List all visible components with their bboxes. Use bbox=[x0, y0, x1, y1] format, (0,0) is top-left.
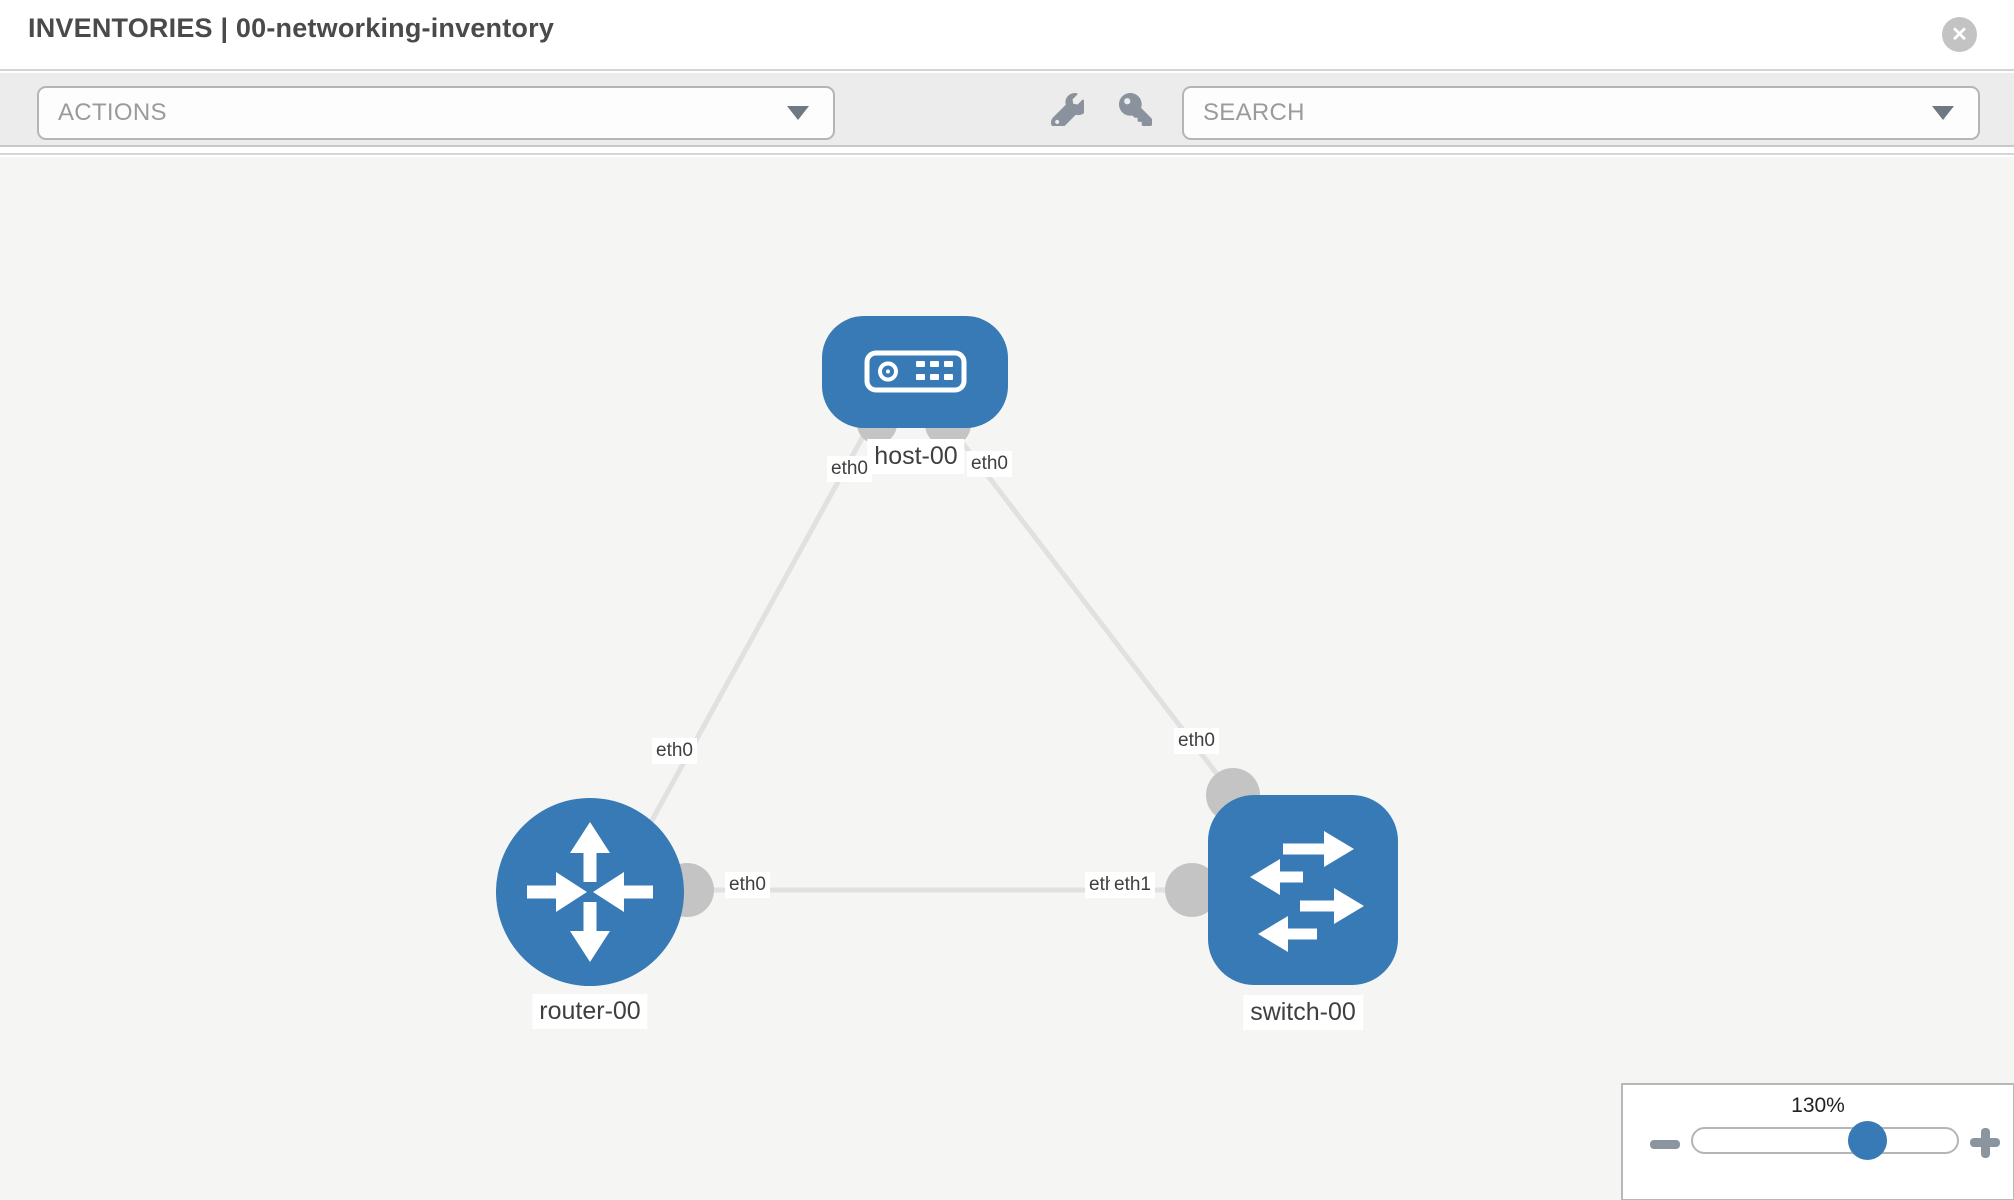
close-icon: ✕ bbox=[1951, 23, 1968, 46]
node-router-00[interactable] bbox=[496, 798, 684, 986]
topology-canvas[interactable]: host-00 router-00 switch-00 eth0 eth0 et… bbox=[0, 157, 2014, 1200]
interface-dot[interactable] bbox=[1165, 863, 1219, 917]
topology-graph bbox=[496, 316, 1398, 986]
actions-dropdown-label: ACTIONS bbox=[58, 99, 167, 126]
minus-icon bbox=[1650, 1139, 1680, 1149]
toolbar: ACTIONS SEARCH bbox=[0, 73, 2014, 147]
page-title: INVENTORIES | 00-networking-inventory bbox=[28, 13, 555, 43]
interface-label: eth0 bbox=[725, 872, 770, 898]
actions-dropdown[interactable]: ACTIONS bbox=[37, 86, 835, 140]
chevron-down-icon bbox=[787, 106, 809, 120]
node-label-router: router-00 bbox=[532, 994, 648, 1029]
switch-icon bbox=[1250, 831, 1364, 952]
zoom-slider-thumb[interactable] bbox=[1848, 1121, 1887, 1160]
node-label-switch: switch-00 bbox=[1243, 995, 1363, 1030]
credentials-button[interactable] bbox=[1112, 86, 1158, 132]
node-label-host: host-00 bbox=[867, 439, 965, 474]
wrench-icon bbox=[1050, 92, 1084, 126]
interface-label: eth0 bbox=[827, 456, 872, 482]
search-dropdown-label: SEARCH bbox=[1203, 99, 1305, 126]
zoom-slider-track[interactable] bbox=[1691, 1121, 1959, 1160]
tools-button[interactable] bbox=[1044, 86, 1090, 132]
node-host-00[interactable] bbox=[822, 316, 1008, 428]
search-dropdown[interactable]: SEARCH bbox=[1182, 86, 1980, 140]
host-icon bbox=[864, 350, 967, 393]
chevron-down-icon bbox=[1932, 106, 1954, 120]
key-icon bbox=[1118, 92, 1152, 126]
zoom-level: 130% bbox=[1791, 1094, 1845, 1117]
toolbar-divider bbox=[0, 149, 2014, 155]
close-button[interactable]: ✕ bbox=[1942, 17, 1977, 52]
zoom-in-button[interactable] bbox=[1967, 1125, 2003, 1161]
header: INVENTORIES | 00-networking-inventory ✕ bbox=[0, 0, 2014, 71]
router-icon bbox=[527, 822, 653, 962]
node-switch-00[interactable] bbox=[1208, 795, 1398, 985]
interface-label: eth0 bbox=[967, 451, 1012, 477]
interface-label: eth1 bbox=[1110, 872, 1155, 898]
zoom-out-button[interactable] bbox=[1645, 1129, 1685, 1159]
plus-icon bbox=[1980, 1128, 1990, 1158]
interface-label: eth0 bbox=[652, 738, 697, 764]
interface-label: eth0 bbox=[1174, 728, 1219, 754]
zoom-control-panel: 130% bbox=[1621, 1083, 2014, 1200]
